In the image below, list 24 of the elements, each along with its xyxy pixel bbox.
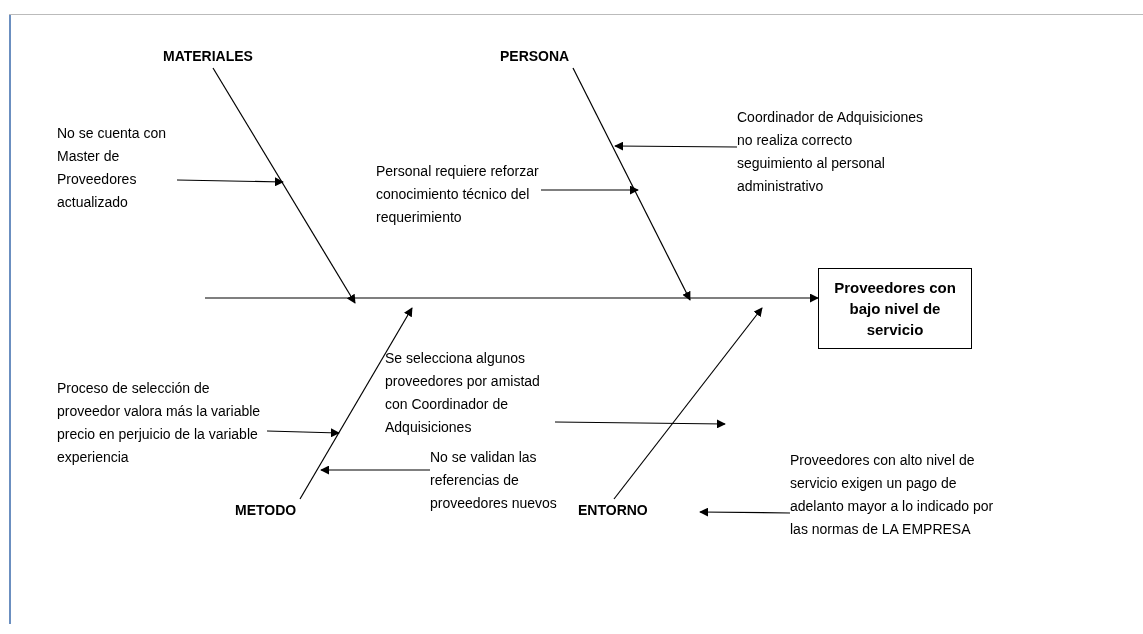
cause-text: No se validan las referencias de proveedores nuevos [430, 446, 560, 515]
category-label: ENTORNO [578, 499, 668, 522]
arrow [540, 185, 639, 195]
category-label: MATERIALES [163, 45, 273, 68]
category-label: PERSONA [500, 45, 590, 68]
cause-text: Proveedores con alto nivel de servicio exigen un pago de adelanto mayor a lo indicado por las normas de LA EMPRESA [790, 449, 995, 541]
cause-text: Proceso de selección de proveedor valora más la variable precio en perjuicio de la variable experiencia [57, 377, 267, 469]
arrow [266, 428, 340, 438]
arrow [554, 419, 726, 429]
spine-arrow [204, 293, 819, 303]
bone-arrow [572, 67, 691, 301]
category-label: METODO [235, 499, 325, 522]
cause-text: Coordinador de Adquisiciones no realiza correcto seguimiento al personal administrativo [737, 106, 927, 198]
cause-text: Personal requiere reforzar conocimiento técnico del requerimiento [376, 160, 541, 229]
bone-arrow [299, 307, 413, 500]
bone-arrow [212, 67, 356, 304]
arrow [699, 507, 791, 517]
arrow [614, 141, 738, 151]
bone-arrow [613, 307, 763, 500]
cause-text: Se selecciona algunos proveedores por amistad con Coordinador de Adquisiciones [385, 347, 555, 439]
arrow [176, 177, 284, 187]
cause-text: No se cuenta con Master de Proveedores actualizado [57, 122, 177, 214]
arrow [320, 465, 431, 475]
effect-box: Proveedores con bajo nivel de servicio [818, 268, 972, 349]
